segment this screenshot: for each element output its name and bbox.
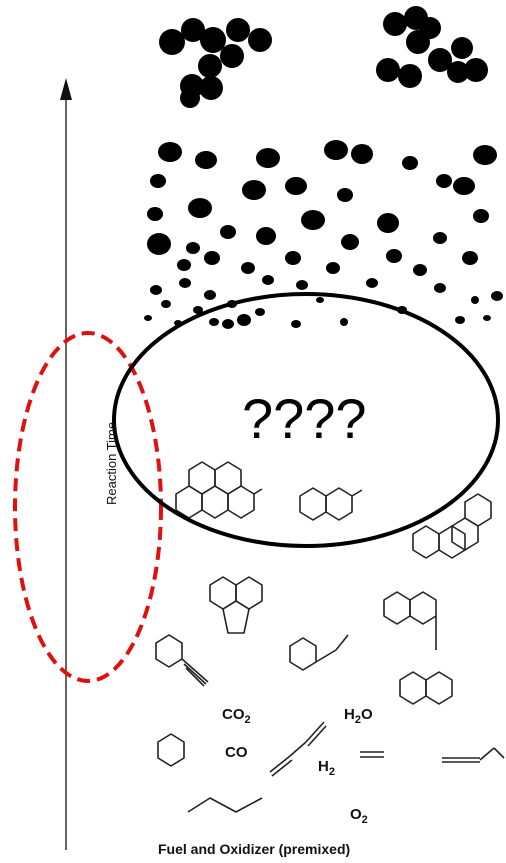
formula-h2: H2 (318, 758, 335, 778)
formula-co2-main: CO (222, 706, 245, 723)
formula-o2-main: O (350, 806, 362, 823)
methylnaphthalene-structure (383, 591, 437, 650)
formula-co: CO (225, 744, 248, 761)
formula-h2-main: H (318, 758, 329, 775)
unknown-label: ???? (242, 387, 367, 450)
butane-structure (187, 797, 263, 813)
naphthalene-structure-upper (299, 487, 363, 521)
unknown-region-ellipse (112, 292, 500, 548)
soot-aggregates (159, 6, 488, 108)
styrene-structure (289, 634, 349, 671)
bottom-label: Fuel and Oxidizer (premixed) (158, 841, 351, 857)
formula-o2: O2 (350, 806, 368, 826)
formula-h2o-main: H (344, 706, 355, 723)
phenanthrene-structure (412, 493, 492, 559)
formula-co2: CO2 (222, 706, 251, 726)
soot-aggregate-left (159, 18, 272, 108)
naphthalene-structure-lower (399, 671, 453, 705)
formula-h2o-tail: O (360, 706, 373, 723)
acenaphthylene-structure (209, 576, 263, 634)
formula-h2o: H2O (344, 706, 373, 726)
highlight-ellipse (13, 331, 163, 683)
soot-particles (144, 140, 503, 329)
pyrene-structure (175, 461, 263, 519)
formula-o2-sub: 2 (361, 814, 368, 826)
vinylacetylene-structure (442, 747, 505, 763)
benzene-structure (157, 733, 185, 767)
ethylene-structure (360, 751, 384, 758)
diacetylene-structure (269, 721, 327, 777)
axis-label: Reaction Time (104, 421, 119, 505)
phenylacetylene-structure (155, 634, 209, 687)
reaction-time-axis (60, 78, 72, 850)
formula-h2-sub: 2 (328, 766, 335, 778)
formula-h2o-sub: 2 (354, 714, 361, 726)
soot-aggregate-right (376, 6, 488, 88)
formula-co2-sub: 2 (244, 714, 251, 726)
